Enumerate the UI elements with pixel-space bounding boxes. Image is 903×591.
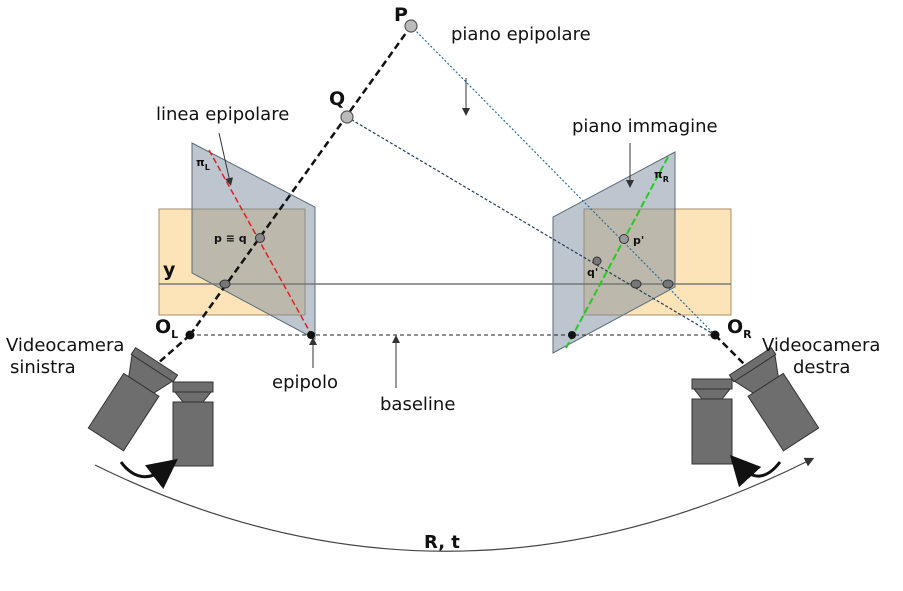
- label-q-prime: q': [587, 266, 598, 279]
- label-p-prime: p': [633, 234, 644, 247]
- label-O-L: OL: [155, 316, 178, 341]
- left-rotation-arrow-icon: [119, 458, 178, 490]
- label-epipolo: epipolo: [272, 372, 338, 393]
- right-upright-video-camera-icon: [691, 378, 733, 465]
- point-p-prime: [619, 234, 629, 244]
- label-camera-left-line1: Videocamera: [6, 335, 124, 356]
- label-R-t: R, t: [424, 532, 460, 553]
- point-Q: [340, 110, 354, 124]
- ray-Q-to-OR: [346, 116, 716, 336]
- label-piano-immagine: piano immagine: [572, 116, 718, 137]
- right-image-plane: [552, 151, 676, 354]
- label-O-R: OR: [727, 316, 752, 341]
- left-epipolar-line: [208, 149, 312, 335]
- right-y-intersection-2: [662, 279, 674, 289]
- label-Q: Q: [329, 88, 345, 110]
- point-p-eq-q: [255, 233, 265, 243]
- label-linea-epipolare: linea epipolare: [156, 104, 289, 125]
- right-epipolar-line: [565, 156, 669, 349]
- right-camera-ray: [714, 334, 753, 373]
- label-pi-R: πR: [654, 168, 669, 184]
- label-pi-L: πL: [196, 156, 210, 172]
- left-y-intersection: [219, 279, 231, 289]
- label-p-eq-q: p ≡ q: [214, 232, 247, 245]
- left-upright-video-camera-icon: [172, 381, 214, 467]
- right-tilted-video-camera-icon: [728, 347, 820, 452]
- right-epipole: [568, 331, 576, 339]
- label-camera-right-line1: Videocamera: [762, 335, 880, 356]
- right-rotation-arrow-icon: [729, 454, 782, 488]
- linea-epipolare-pointer: [218, 132, 234, 186]
- label-P: P: [394, 4, 408, 26]
- point-q-prime: [592, 256, 602, 266]
- label-camera-left-line2: sinistra: [10, 357, 76, 378]
- point-P: [404, 19, 418, 33]
- left-tilted-video-camera-icon: [87, 347, 179, 452]
- O-L-point: [185, 330, 195, 340]
- left-ray-line: [188, 25, 413, 336]
- label-baseline: baseline: [380, 394, 455, 415]
- label-y: y: [163, 259, 176, 281]
- O-R-point: [710, 330, 720, 340]
- R-t-arc: [94, 457, 815, 552]
- left-epipole: [307, 331, 315, 339]
- right-y-intersection-1: [630, 279, 642, 289]
- label-piano-epipolare: piano epipolare: [451, 24, 591, 45]
- label-camera-right-line2: destra: [793, 357, 850, 378]
